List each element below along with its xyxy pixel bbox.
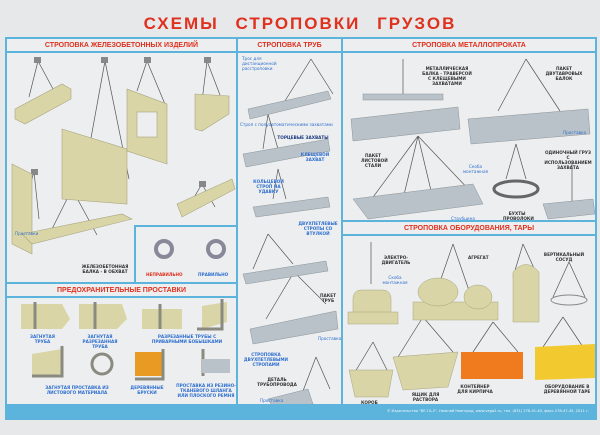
label-bundle: Пакет труб <box>320 293 336 303</box>
pad-label-1: Загнутая труба <box>30 334 55 344</box>
label-remote: Трос для дистанционной расстроповки <box>242 56 277 71</box>
panel-header: СТРОПОВКА ОБОРУДОВАНИЯ, ТАРЫ <box>343 222 595 236</box>
label-single: Одиночный груз с использованием захвата <box>544 150 592 170</box>
pad-label-5: Деревянные бруски <box>130 385 164 395</box>
label-coils: Бухты проволоки <box>503 211 534 221</box>
label-detail: Деталь трубопровода <box>257 377 297 387</box>
label-traverse: Металлическая балка - траверсой с клещев… <box>422 66 472 86</box>
label-beam: Железобетонная балка - в обхват <box>81 264 129 274</box>
panel-metal: СТРОПОВКА МЕТАЛЛОПРОКАТА Металлическая б… <box>341 37 597 222</box>
concrete-illustrations <box>11 57 236 255</box>
label-vessel: Вертикальный сосуд <box>543 252 585 262</box>
label-spacer: Проставка <box>318 336 342 341</box>
panel-equipment: СТРОПОВКА ОБОРУДОВАНИЯ, ТАРЫ Электро-дви… <box>341 220 597 406</box>
equipment-illustrations <box>347 242 595 398</box>
label-two-loop-sling: Строповка двухпетлевыми стропами <box>243 352 289 367</box>
panel-header: ПРЕДОХРАНИТЕЛЬНЫЕ ПРОСТАВКИ <box>7 284 236 298</box>
panel-pipes: СТРОПОВКА ТРУБ Трос для дистанционной ра… <box>236 37 343 408</box>
label-two-loop: Двухпетлевые стропы со втулкой <box>298 221 338 236</box>
label-semi: Строп с полуавтоматическими захватами <box>240 122 333 127</box>
hook-icons <box>154 239 226 259</box>
label-crate: Оборудование в деревянной таре <box>543 384 591 394</box>
label-mortar: Ящик для раствора <box>411 392 440 402</box>
pad-illustrations <box>21 299 230 381</box>
hook-comparison-box: НЕПРАВИЛЬНО ПРАВИЛЬНО <box>134 225 240 284</box>
label-tong: Клещевой захват <box>300 152 330 162</box>
metal-illustrations <box>350 58 596 220</box>
pad-label-3: Разрезанные трубы с приварными бобышками <box>151 334 223 344</box>
label-eq-shackle: Скоба монтажная <box>382 275 408 285</box>
panel-header: СТРОПОВКА ТРУБ <box>238 39 341 53</box>
label-brick: Контейнер для кирпича <box>457 384 493 394</box>
pad-label-2: Загнутая разрезанная труба <box>82 334 118 349</box>
label-unit: Агрегат <box>468 255 489 260</box>
panel-header: СТРОПОВКА МЕТАЛЛОПРОКАТА <box>343 39 595 53</box>
footer-band: © Издательство "ВЕ-ГА-2", Нижний Новгоро… <box>5 404 597 420</box>
label-sheet: Пакет листовой стали <box>361 153 388 168</box>
label-spacer-2: Проставка <box>260 398 284 403</box>
pad-label-4: Загнутая проставка из листового материал… <box>45 385 109 395</box>
panel-header: СТРОПОВКА ЖЕЛЕЗОБЕТОННЫХ ИЗДЕЛИЙ <box>7 39 236 53</box>
copyright-text: © Издательство "ВЕ-ГА-2", Нижний Новгоро… <box>386 409 589 413</box>
panel-pads: ПРЕДОХРАНИТЕЛЬНЫЕ ПРОСТАВКИ Загнутая тру… <box>5 282 238 406</box>
label-metal-spacer: Проставка <box>563 130 587 135</box>
label-box: Короб <box>361 400 378 405</box>
label-ibeam: Пакет двутавровых балок <box>545 66 583 81</box>
label-end: ТОРЦЕВЫЕ ЗАХВАТЫ <box>277 135 329 140</box>
poster-title: СХЕМЫ СТРОПОВКИ ГРУЗОВ <box>143 14 457 33</box>
label-spacers: Проставки <box>15 231 39 236</box>
pad-label-6: Проставка из резино-тканевого шланга или… <box>176 383 236 398</box>
label-wrong: НЕПРАВИЛЬНО <box>146 272 183 277</box>
label-motor: Электро-двигатель <box>381 255 411 265</box>
label-lumber: Струбцина <box>451 216 475 221</box>
label-right: ПРАВИЛЬНО <box>198 272 229 277</box>
pipe-illustrations <box>242 58 339 408</box>
label-ring: Кольцевой строп на удавку <box>253 179 284 194</box>
panel-concrete: СТРОПОВКА ЖЕЛЕЗОБЕТОННЫХ ИЗДЕЛИЙ Простав… <box>5 37 240 284</box>
label-shackle: Скоба монтажная <box>463 164 489 174</box>
